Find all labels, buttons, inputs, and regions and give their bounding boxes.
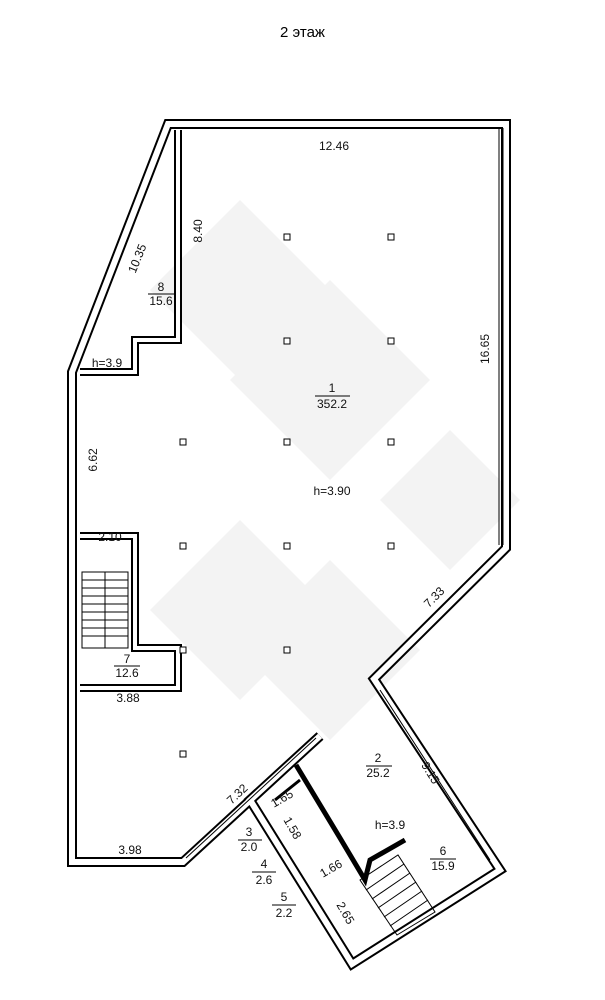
stair-left <box>81 571 129 649</box>
room-1-area: 352.2 <box>317 397 347 411</box>
room-7-number: 7 <box>124 652 131 666</box>
dim-top: 12.46 <box>319 139 349 153</box>
dim-small-3: 1.66 <box>317 856 345 880</box>
dim-stair2: 2.65 <box>334 899 358 927</box>
room-labels: 1 352.2 2 25.2 3 2.0 4 2.6 5 2.2 6 15.9 … <box>92 280 456 920</box>
dim-right: 16.65 <box>478 334 492 364</box>
dim-bottom-left: 3.98 <box>118 843 142 857</box>
room-1-height: h=3.90 <box>313 484 350 498</box>
room-2-area: 25.2 <box>366 766 390 780</box>
room-7-area: 12.6 <box>115 666 139 680</box>
room-3-area: 2.0 <box>241 840 258 854</box>
dim-left: 6.62 <box>86 448 100 472</box>
room-2-height: h=3.9 <box>375 818 406 832</box>
room-8-height: h=3.9 <box>92 356 123 370</box>
stair-right <box>359 854 436 936</box>
room-4-area: 2.6 <box>256 873 273 887</box>
room-8-number: 8 <box>158 280 165 294</box>
dim-small-2: 1.58 <box>281 814 305 842</box>
columns <box>179 233 395 758</box>
room-2-number: 2 <box>375 751 382 765</box>
dim-room8-diag: 10.35 <box>125 242 149 275</box>
dim-small-1: 1.65 <box>268 786 296 810</box>
room-5-area: 2.2 <box>276 906 293 920</box>
floor-title: 2 этаж <box>280 24 325 41</box>
walls <box>67 119 511 971</box>
watermark <box>150 200 520 740</box>
room-5-number: 5 <box>281 890 288 904</box>
dim-room8-right: 8.40 <box>191 219 205 243</box>
room-6-area: 15.9 <box>431 859 455 873</box>
room-4-number: 4 <box>261 857 268 871</box>
room-6-number: 6 <box>440 844 447 858</box>
room-8-area: 15.6 <box>149 294 173 308</box>
windows <box>185 128 504 861</box>
dim-room7-bottom: 3.88 <box>116 691 140 705</box>
room-1-number: 1 <box>329 381 336 395</box>
dim-stair-top: 2.10 <box>98 530 122 544</box>
room-3-number: 3 <box>246 825 253 839</box>
